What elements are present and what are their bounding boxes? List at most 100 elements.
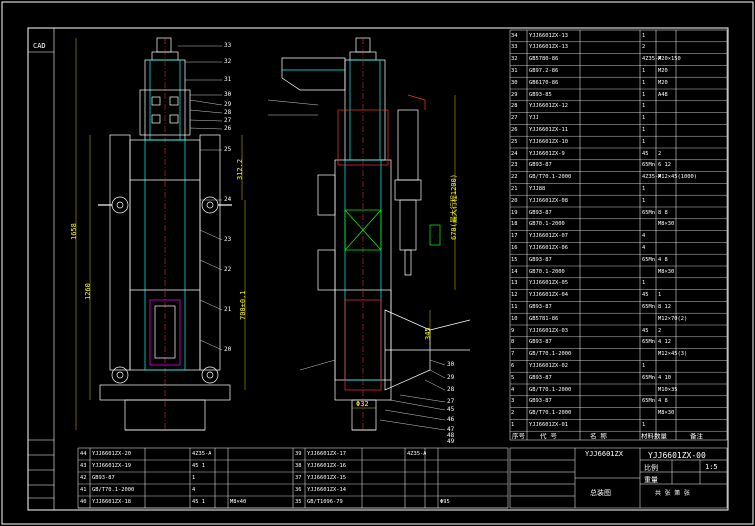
title-company: YJJ6601ZX [585,450,623,458]
bom-right-cell: 20 [511,197,518,204]
bom-right-cell: 45 [642,327,649,334]
bom-right-cell: 4 [642,233,646,240]
bom-right-cell: 4 [511,386,515,393]
bom-bottom-cell: YJJ6601ZX-15 [307,474,346,481]
bom-bottom-cell: 4Z35-A [192,450,212,457]
bom-right-cell: 45 [642,292,649,299]
bom-right-cell: 24 [511,150,518,157]
callout-label: 45 [447,406,455,413]
bom-right-cell: 30 [511,79,518,86]
bom-right-cell: M20×150 [658,56,681,63]
bom-right-cell: 8 8 [658,209,668,216]
bom-header-cell: 序号 [512,433,525,440]
bom-bottom-cell: Φ95 [440,498,450,505]
bom-right-cell: 28 [511,103,518,110]
bom-right-cell: 6 12 [658,162,671,169]
bom-right-cell: 1 [642,115,646,122]
callout-label: 49 [447,438,455,445]
bom-bottom-cell: 39 [295,450,302,457]
callout-label: 48 [447,432,455,439]
bom-right-cell: M8×30 [658,410,675,417]
bom-right-cell: 1 [642,79,646,86]
bom-header-cell: 材料数量 [641,433,667,440]
bom-right-cell: 65Mn [642,398,655,405]
bom-right-cell: 1 [642,103,646,110]
bom-right-cell: YJJ6601ZX-13 [529,32,568,39]
cad-tag: CAD [33,42,46,50]
bom-right-cell: 34 [511,32,518,39]
bom-right-cell: GB70.1-2000 [529,221,565,228]
bom-right-cell: GB93-87 [529,209,552,216]
bom-right-cell: YJJ6601ZX-13 [529,44,568,51]
bom-right-cell: 45 [642,150,649,157]
bom-bottom-cell: GB/T1096-79 [307,498,343,505]
bom-bottom-cell: YJJ6601ZX-14 [307,486,346,493]
title-sheet: 共 张 第 张 [655,490,690,497]
bom-right-cell: 4 [642,244,646,251]
title-name: 总装图 [590,489,611,497]
bom-right-cell: 8 12 [658,303,671,310]
bom-right-cell: M20 [658,79,668,86]
callout-label: 32 [224,58,232,65]
bom-right-cell: 1 [642,126,646,133]
bom-right-cell: 17 [511,233,518,240]
bom-right-cell: 1 [642,362,646,369]
bom-right-cell: 29 [511,91,518,98]
title-code: YJJ6601ZX-00 [648,451,706,460]
bom-right-cell: YJJ [529,115,539,122]
bom-right-cell: 13 [511,280,518,287]
bom-right-cell: 1 [642,185,646,192]
bom-bottom-cell: 45 1 [192,462,205,469]
dim-angle: 345 [424,327,432,340]
bom-right-cell: 33 [511,44,518,51]
bom-right-cell: 1 [642,67,646,74]
bom-right-cell: 65Mn [642,162,655,169]
bom-right-cell: GB93-87 [529,162,552,169]
bom-header-cell: 备注 [690,433,703,440]
bom-right-cell: 12 [511,292,518,299]
bom-right-cell: 21 [511,185,518,192]
bom-right-cell: YJJ6601ZX-06 [529,244,568,251]
bom-right-cell: 1 [642,32,646,39]
left-strip [27,27,55,511]
bom-right-cell: 7 [511,351,515,358]
bom-bottom-cell: YJJ6601ZX-20 [92,450,131,457]
bom-right-cell: 4 8 [658,398,668,405]
bom-right-cell: 5 [511,374,515,381]
bom-right-cell: 25 [511,138,518,145]
title-block [509,447,728,509]
callout-label: 47 [447,426,455,433]
bom-bottom-cell: 44 [80,450,87,457]
bom-bottom-cell: YJJ6601ZX-19 [92,462,131,469]
bom-bottom-cell: 43 [80,462,87,469]
bom-right-cell: 23 [511,162,518,169]
title-scale-label: 比例 [644,464,658,472]
bom-right-cell: GB5781-86 [529,315,559,322]
bom-right-cell: M12×45(1000) [658,174,697,181]
bom-bottom-cell: 40 [80,498,87,505]
bom-right-cell: 3 [511,398,515,405]
bom-right-cell: YJJ6601ZX-04 [529,292,568,299]
bom-bottom-cell: 41 [80,486,87,493]
bom-right-cell: 4 10 [658,374,671,381]
bom-right-cell: 31 [511,67,518,74]
callout-label: 30 [447,361,455,368]
bom-bottom-cell: 36 [295,486,302,493]
bom-right-cell: 1 [642,91,646,98]
bom-right-cell: 6 [511,362,515,369]
bom-right-cell: GB/T70.1-2000 [529,351,572,358]
callout-label: 29 [447,374,455,381]
callout-label: 31 [224,76,232,83]
bom-right-cell: GB/T70.1-2000 [529,174,572,181]
bom-right-cell: 15 [511,256,518,263]
callout-label: 24 [224,196,232,203]
bom-right-cell: GB/T70.1-2000 [529,410,572,417]
bom-right-cell: GB93-87 [529,374,552,381]
bom-bottom-cell: YJJ6601ZX-18 [92,498,131,505]
bom-right-cell: 11 [511,303,518,310]
dim-upper-span: 312.2 [236,158,244,180]
bom-right-cell: GB93-87 [529,256,552,263]
dim-total-height: 1658 [70,223,78,240]
bom-bottom-cell: 45 1 [192,498,205,505]
